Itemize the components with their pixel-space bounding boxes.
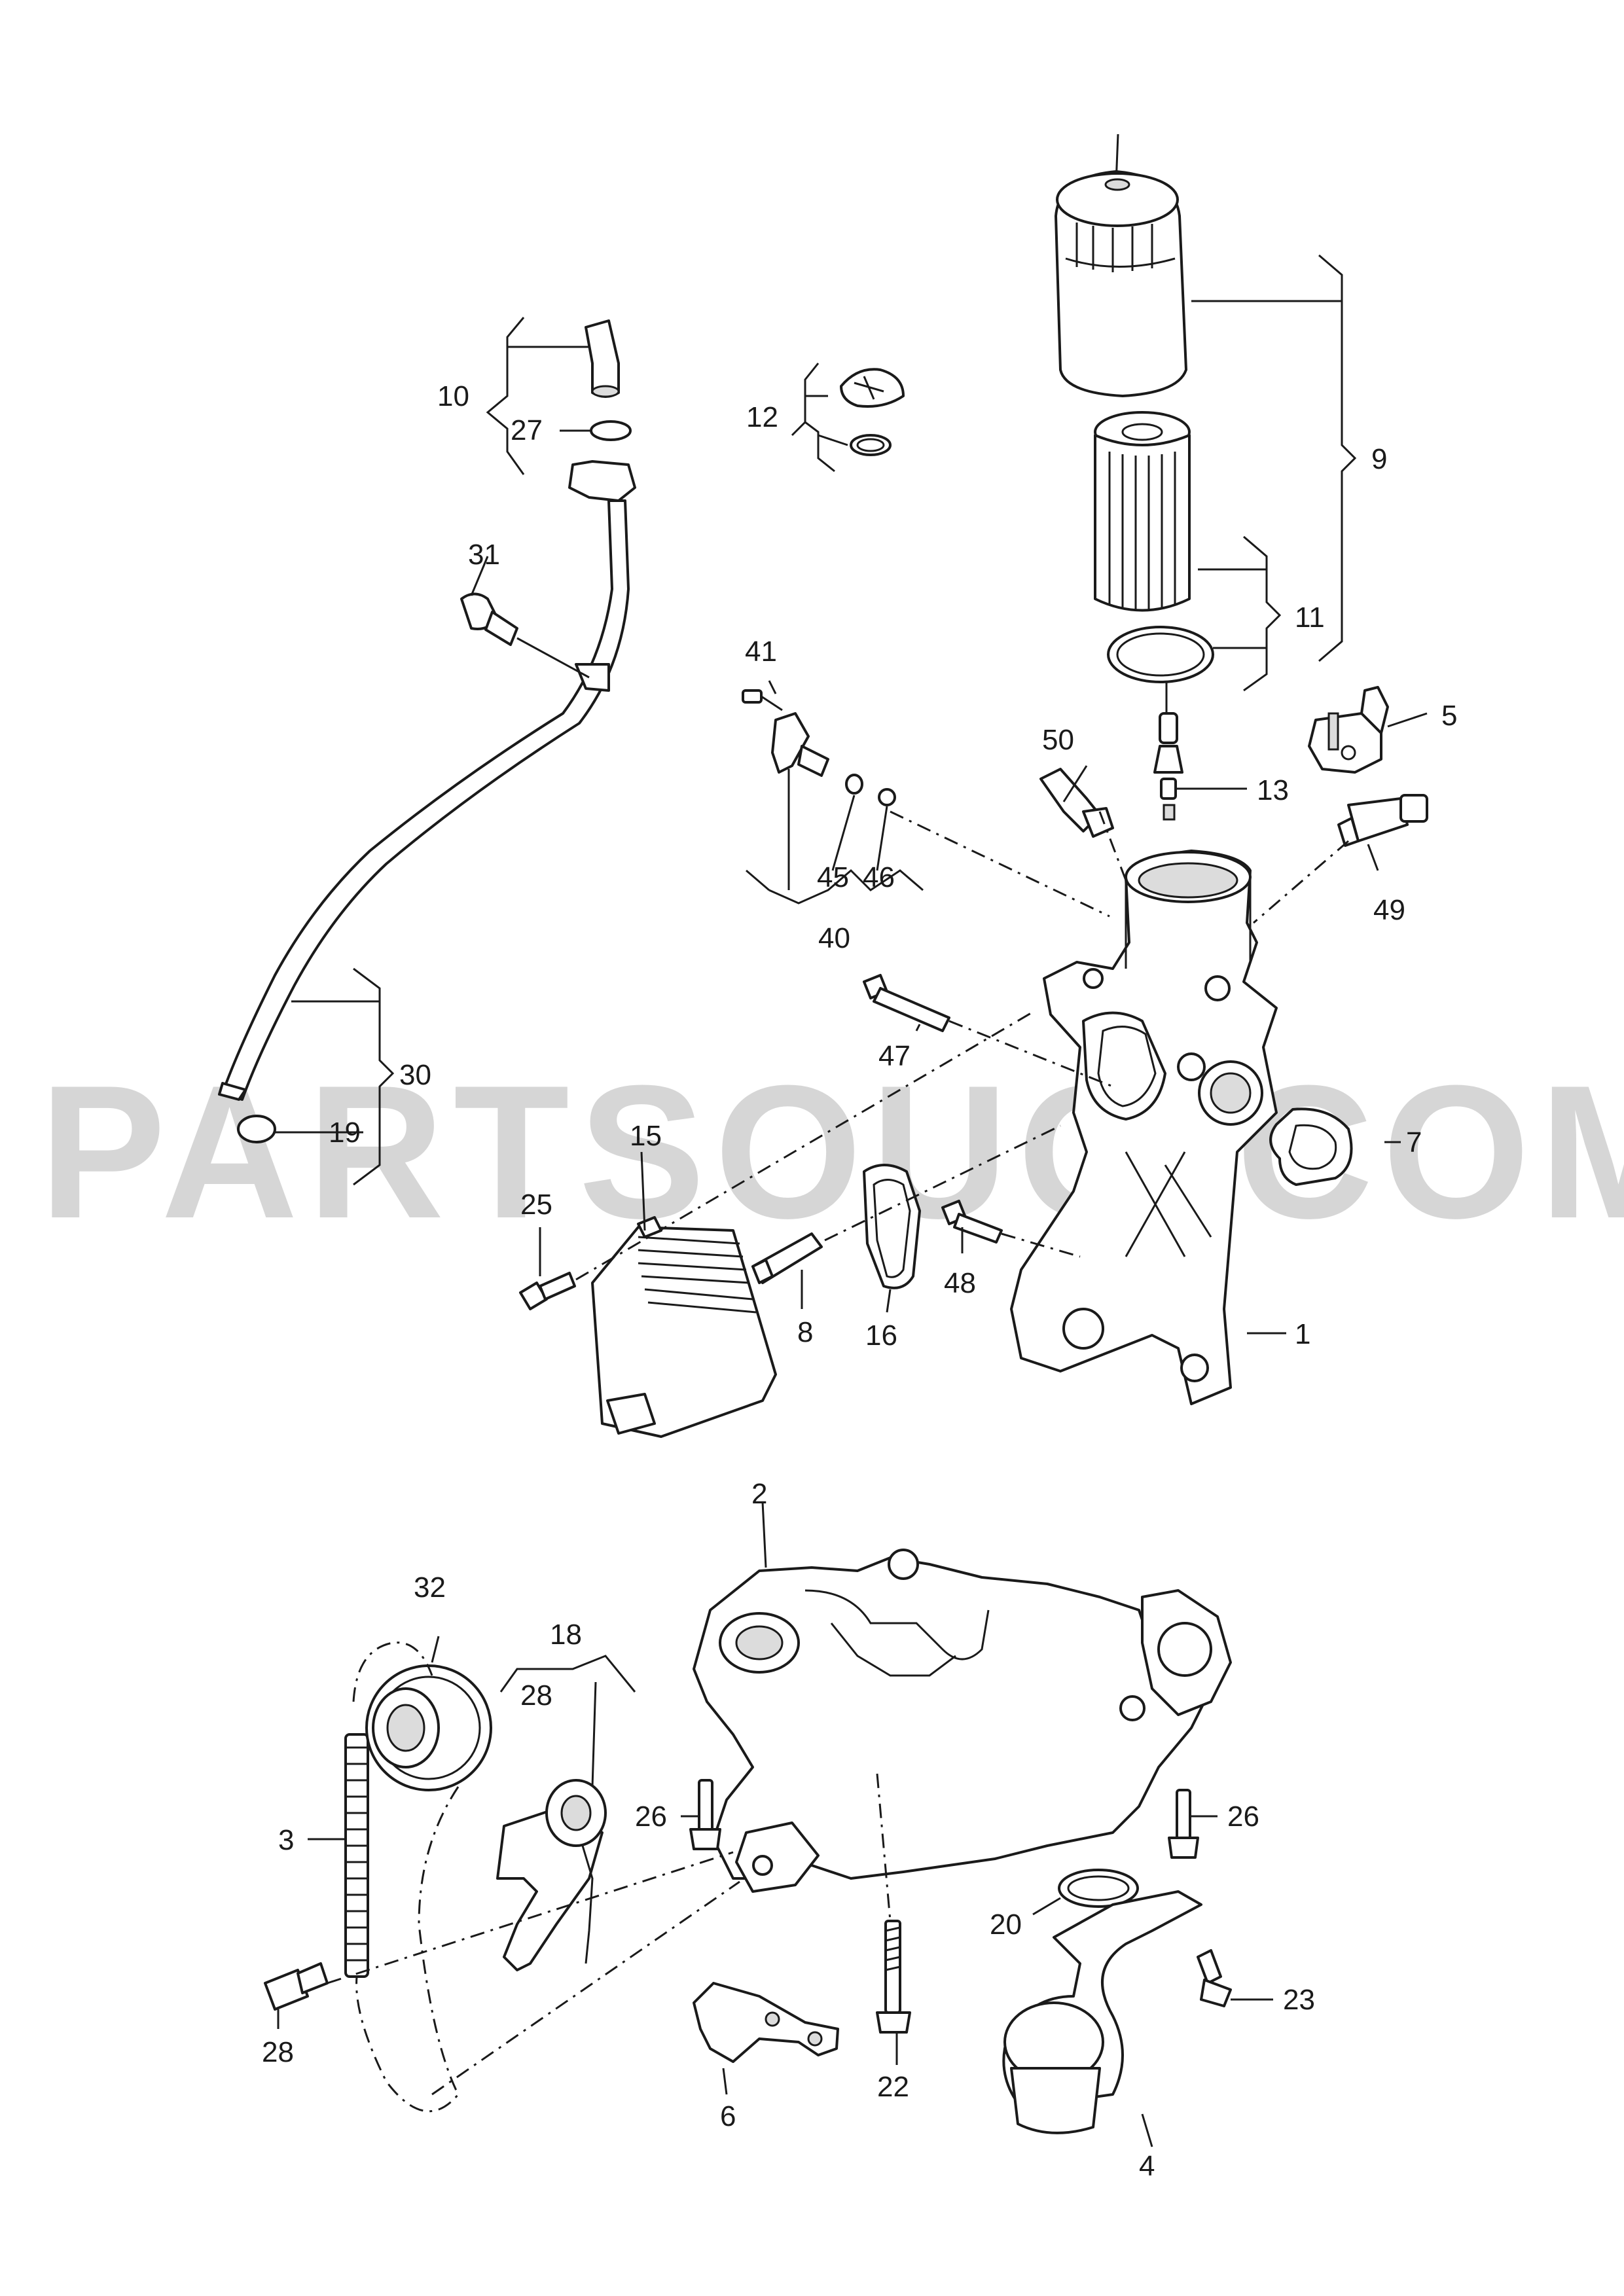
callout-28-bottom: 28 [262, 2036, 294, 2068]
sprocket-32 [365, 1664, 492, 1791]
watermark: PARTSOUQ.COM [39, 1046, 1624, 1258]
bolt-28 [264, 1962, 329, 2011]
o-ring-11 [1107, 626, 1214, 683]
bolt-26-right [1168, 1789, 1199, 1859]
ref-line [1253, 840, 1349, 924]
callout-30: 30 [399, 1059, 431, 1091]
ref-line [824, 1124, 1061, 1242]
callout-11: 11 [1295, 601, 1325, 634]
bracket-9 [1318, 254, 1357, 662]
ref-line [1098, 811, 1127, 881]
callout-46: 46 [863, 861, 895, 893]
callout-26-right: 26 [1227, 1801, 1259, 1833]
callout-4: 4 [1139, 2150, 1155, 2182]
valve-8 [751, 1232, 823, 1284]
filler-cap-12 [840, 368, 905, 456]
bracket-11 [1243, 535, 1282, 692]
ref-line [876, 1773, 892, 1922]
callout-23: 23 [1283, 1984, 1315, 2016]
bolt-31 [460, 592, 590, 679]
callout-5: 5 [1441, 700, 1457, 732]
callout-10: 10 [437, 380, 469, 412]
bracket-12 [791, 363, 848, 473]
callout-40: 40 [818, 922, 850, 954]
callout-32: 32 [414, 1571, 446, 1604]
callout-49: 49 [1373, 894, 1405, 926]
bolt-48 [941, 1200, 1003, 1244]
callout-15: 15 [630, 1120, 662, 1152]
bracket-18 [499, 1655, 636, 1693]
ref-line [431, 1880, 740, 2096]
callout-22: 22 [877, 2071, 909, 2103]
callout-13: 13 [1257, 774, 1289, 806]
ref-line [327, 1851, 734, 1984]
callout-16: 16 [865, 1319, 897, 1352]
pressure-valve-40 [742, 689, 896, 806]
callout-1: 1 [1295, 1318, 1310, 1350]
o-ring-27 [590, 420, 632, 441]
oil-temperature-sensor-49 [1337, 794, 1428, 847]
ref-line [890, 810, 1110, 918]
o-ring-19 [237, 1115, 276, 1143]
callout-12: 12 [746, 401, 778, 433]
callout-31: 31 [468, 539, 500, 571]
dipstick-guide-tube-30 [218, 460, 636, 1101]
oil-pump-2 [693, 1549, 1232, 1893]
callout-2: 2 [751, 1478, 767, 1510]
callout-6: 6 [720, 2100, 736, 2132]
bracket-30 [353, 967, 395, 1186]
chain-path [352, 1641, 460, 2113]
callout-20: 20 [990, 1909, 1022, 1941]
callout-50: 50 [1042, 724, 1074, 756]
oil-filter-element [1094, 411, 1191, 612]
callout-19: 19 [329, 1117, 361, 1149]
oil-filter-housing-1 [1010, 850, 1278, 1405]
gasket-16 [863, 1164, 921, 1289]
callout-9: 9 [1371, 443, 1387, 475]
callout-7: 7 [1406, 1126, 1422, 1158]
callout-47: 47 [878, 1040, 911, 1072]
bolt-22 [876, 1920, 911, 2034]
callout-18: 18 [550, 1619, 582, 1651]
callout-labels: 1 2 3 4 5 6 7 8 9 10 11 12 13 15 16 18 1… [262, 380, 1457, 2182]
bracket-6 [693, 1982, 839, 2063]
bypass-valve-13 [1153, 681, 1183, 821]
callout-41: 41 [745, 636, 777, 668]
bolt-25 [519, 1272, 576, 1310]
drive-chain-3 [344, 1733, 369, 1978]
bolt-26-left [689, 1779, 721, 1850]
oil-suction-pipe-4 [1002, 1890, 1202, 2134]
dipstick-handle-10 [585, 319, 620, 398]
oil-filter-housing-cap [1055, 134, 1187, 397]
callout-27: 27 [511, 414, 543, 446]
callout-45: 45 [817, 861, 849, 893]
bolt-23 [1197, 1949, 1232, 2007]
callout-26-left: 26 [635, 1801, 667, 1833]
bolt-47 [863, 974, 950, 1032]
retaining-clip-5 [1308, 686, 1389, 774]
callout-28-top: 28 [520, 1679, 552, 1712]
callout-48: 48 [944, 1267, 976, 1299]
ref-line [1001, 1232, 1081, 1258]
chain-tensioner-18 [496, 1779, 607, 1971]
callout-25: 25 [520, 1189, 552, 1221]
bracket-40 [746, 869, 924, 905]
ref-line [575, 1010, 1035, 1281]
oil-pressure-switch-50 [1039, 768, 1114, 838]
gasket-7 [1269, 1107, 1353, 1186]
callout-8: 8 [797, 1316, 813, 1348]
bracket-10 [486, 317, 589, 475]
callout-3: 3 [278, 1824, 294, 1856]
leader-lines [277, 556, 1428, 2147]
